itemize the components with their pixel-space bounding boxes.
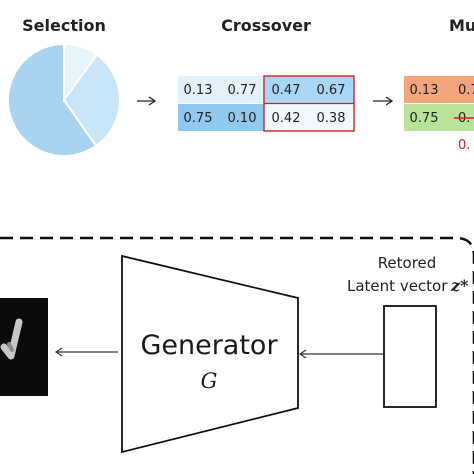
mutation-new-value: 0. [458, 138, 470, 153]
arrow-crossover-to-mutation [373, 96, 394, 106]
pie-slice-large [7, 42, 98, 157]
mutation-cell: 0.75 [410, 111, 439, 126]
mutation-row1-bg [404, 76, 474, 103]
arrow-selection-to-crossover [137, 96, 157, 106]
crossover-title: Crossover [221, 16, 311, 35]
mutation-title: Mu [449, 16, 474, 35]
latent-symbol: z* [450, 276, 469, 295]
crossover-row2-right-bg [264, 104, 354, 131]
latent-label-line2: Latent vector [347, 277, 448, 295]
crossover-row2-left-bg [178, 104, 264, 131]
mutation-cell: 0.7 [458, 83, 474, 98]
arrow-generator-to-image [54, 347, 118, 357]
generator-label: Generator [140, 330, 278, 361]
pie-slice-medium [62, 53, 121, 148]
crossover-cell: 0.67 [317, 83, 346, 98]
crossover-cell: 0.13 [184, 83, 213, 98]
crossover-matrix: 0.13 0.77 0.47 0.67 0.75 0.10 0.42 0.38 [178, 75, 355, 132]
crossover-cell: 0.10 [228, 111, 257, 126]
crossover-cell: 0.42 [272, 111, 301, 126]
latent-vector-box [383, 305, 437, 408]
selection-title: Selection [22, 16, 106, 35]
mutation-cell: 0.13 [410, 83, 439, 98]
generator-block [121, 254, 299, 454]
arrow-latent-to-generator [298, 349, 383, 359]
latent-label-line1: Retored [378, 254, 437, 272]
pie-slice-small [63, 42, 99, 104]
generated-digit-image [0, 298, 48, 396]
crossover-row1-left-bg [178, 76, 264, 103]
selection-pie-chart [7, 42, 121, 157]
crossover-row1-right-bg [264, 76, 354, 103]
crossover-cell: 0.38 [317, 111, 346, 126]
mutation-matrix: 0.13 0.7 0.75 0. 0. [404, 76, 474, 153]
generator-symbol: G [201, 369, 218, 393]
crossover-cell: 0.77 [228, 83, 257, 98]
crossover-cell: 0.75 [184, 111, 213, 126]
crossover-cell: 0.47 [272, 83, 301, 98]
